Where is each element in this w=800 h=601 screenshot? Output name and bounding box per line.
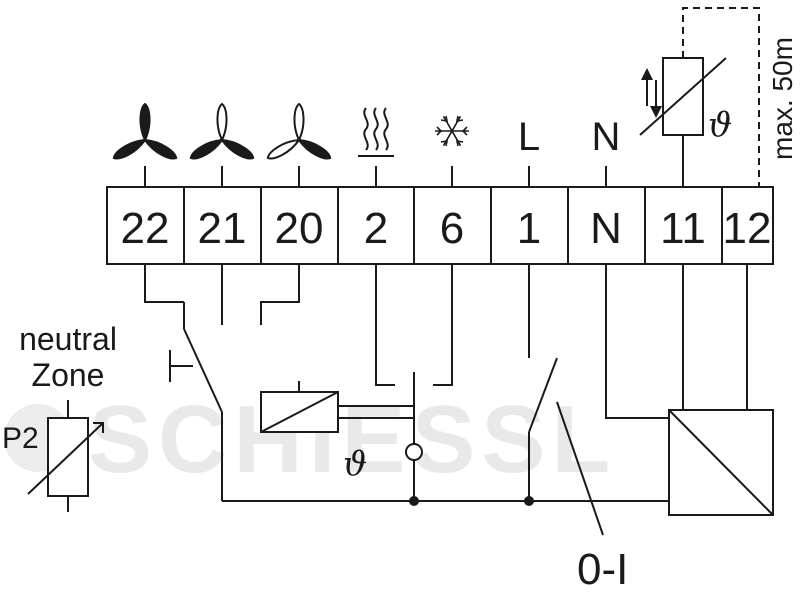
terminal-block — [106, 186, 774, 265]
terminal-2: 2 — [364, 204, 388, 253]
neutral-zone-line1: neutral — [19, 321, 117, 357]
terminal-strip: 22 21 20 2 6 1 N 11 12 — [106, 186, 774, 265]
junction-dot — [409, 496, 419, 506]
controller-module — [605, 264, 774, 516]
relay-theta: ϑ — [343, 444, 367, 484]
neutral-zone-potentiometer: neutral Zone P2 — [2, 321, 117, 512]
watermark-text: SCHIESSL — [88, 386, 616, 493]
main-switch: 0-I — [528, 264, 628, 594]
terminal-leads-top — [144, 166, 607, 187]
terminal-22: 22 — [121, 204, 170, 253]
terminal-1: 1 — [517, 204, 541, 253]
temperature-sensor: ϑ max. 50m — [639, 7, 798, 187]
thermostat-contact: ϑ — [260, 264, 453, 501]
terminal-n: N — [590, 204, 622, 253]
fan-speed-1-icon — [266, 102, 332, 160]
potentiometer-label: P2 — [2, 422, 39, 455]
terminal-11: 11 — [660, 204, 706, 253]
common-bus — [222, 496, 669, 506]
watermark: SCHIESSL — [4, 386, 616, 493]
snowflake-icon — [435, 115, 469, 147]
arrow-up-icon — [641, 68, 653, 80]
arrow-down-icon — [650, 106, 662, 118]
fan-switch — [144, 264, 300, 501]
fan-speed-3-icon — [112, 102, 178, 160]
sensor-theta: ϑ — [708, 105, 732, 145]
fan-speed-2-icon — [189, 102, 255, 160]
cable-length-note: max. 50m — [767, 37, 798, 160]
terminal-21: 21 — [198, 204, 247, 253]
live-label: L — [518, 115, 540, 159]
switch-label: 0-I — [577, 545, 628, 594]
neutral-zone-line2: Zone — [32, 357, 105, 393]
junction-dot — [524, 496, 534, 506]
terminal-12: 12 — [723, 204, 772, 253]
terminal-20: 20 — [275, 204, 324, 253]
terminal-6: 6 — [440, 204, 464, 253]
neutral-label: N — [592, 115, 621, 159]
heating-icon — [358, 107, 394, 157]
